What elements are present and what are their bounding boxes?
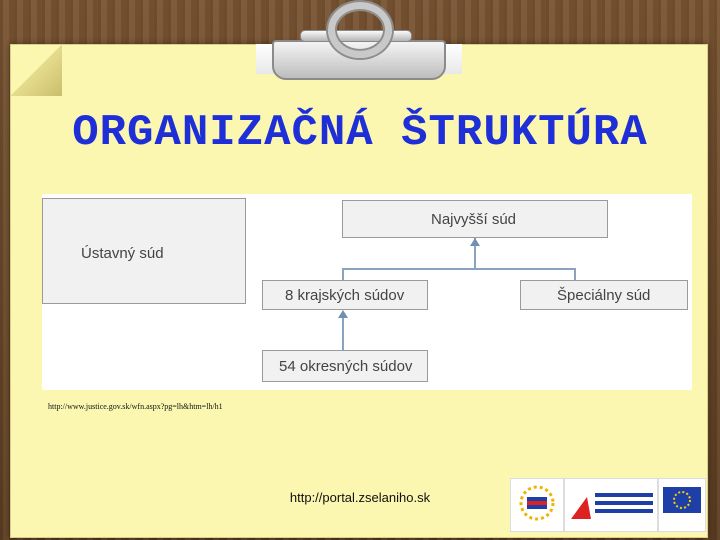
- special-court-box: Špeciálny súd: [520, 280, 688, 310]
- supreme-court-box: Najvyšší súd: [342, 200, 608, 238]
- eu-logo: [658, 478, 706, 532]
- paper-fold-corner: [10, 44, 62, 96]
- constitutional-court-label: Ústavný súd: [81, 245, 164, 262]
- supreme-court-label: Najvyšší súd: [431, 211, 517, 228]
- connector-vertical-top: [474, 238, 476, 268]
- footer-url[interactable]: http://portal.zselaniho.sk: [289, 490, 431, 505]
- ministry-logo: [564, 478, 658, 532]
- arrow-up-supreme-icon: [470, 238, 480, 246]
- connector-right-drop: [574, 268, 576, 280]
- regional-courts-label: 8 krajských súdov: [285, 287, 405, 304]
- clip-ring-icon: [328, 2, 392, 58]
- connector-left-drop: [342, 268, 344, 280]
- org-chart: Ústavný súd Najvyšší súd 8 krajských súd…: [42, 194, 692, 390]
- district-courts-label: 54 okresných súdov: [279, 358, 413, 375]
- district-courts-box: 54 okresných súdov: [262, 350, 428, 382]
- star-ring-icon: [519, 485, 555, 521]
- constitutional-court-box: Ústavný súd: [42, 198, 246, 304]
- connector-district-to-regional: [342, 314, 344, 350]
- source-link[interactable]: http://www.justice.gov.sk/wfn.aspx?pg=lh…: [48, 402, 223, 411]
- ministry-emblem-icon: [571, 493, 653, 519]
- special-court-label: Špeciálny súd: [557, 287, 651, 304]
- connector-horizontal: [342, 268, 576, 270]
- vzdelavanie-logo: [510, 478, 564, 532]
- eu-flag-icon: [663, 487, 701, 513]
- slide-title: ORGANIZAČNÁ ŠTRUKTÚRA: [72, 108, 648, 158]
- arrow-up-regional-icon: [338, 310, 348, 318]
- regional-courts-box: 8 krajských súdov: [262, 280, 428, 310]
